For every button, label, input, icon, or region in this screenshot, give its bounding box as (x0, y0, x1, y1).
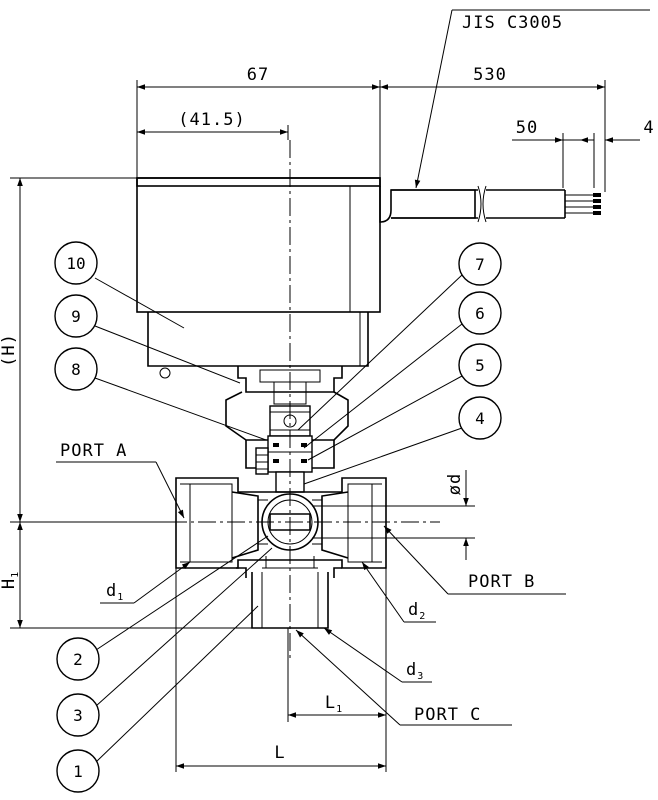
dimension-67: 67 (136, 65, 381, 178)
port-b-label: PORT B (468, 572, 535, 592)
dimension-530: 530 (380, 65, 606, 192)
dimension-67-label: 67 (247, 65, 269, 85)
balloon-7: 7 (297, 242, 502, 431)
center-lines (140, 140, 440, 660)
balloon-9: 9 (54, 294, 241, 384)
dimension-phi-d: ød (312, 470, 475, 560)
dimension-h: (H) (0, 177, 176, 523)
dimension-4-label: 4 (643, 118, 654, 138)
dimension-h-label: (H) (0, 333, 19, 367)
svg-text:2: 2 (73, 650, 83, 669)
dimension-50-label: 50 (516, 118, 538, 138)
dimension-41-5: (41.5) (137, 110, 289, 140)
balloon-10: 10 (54, 241, 185, 329)
svg-text:5: 5 (475, 356, 485, 375)
dimension-530-label: 530 (473, 65, 507, 85)
balloon-4: 4 (303, 396, 502, 485)
svg-text:6: 6 (475, 304, 485, 323)
actuator-body (136, 177, 381, 313)
svg-text:4: 4 (475, 409, 485, 428)
svg-text:8: 8 (71, 360, 81, 379)
svg-text:3: 3 (73, 706, 83, 725)
d3-label: d3 (406, 660, 424, 682)
balloon-8: 8 (54, 347, 267, 441)
balloon-5: 5 (307, 343, 502, 461)
dimension-l1: L1 (287, 628, 386, 722)
dimension-50: 50 4 (512, 118, 654, 188)
d1-label: d1 (106, 581, 124, 603)
port-a-callout: PORT A (56, 441, 185, 519)
balloon-2: 2 (56, 535, 269, 681)
port-a-label: PORT A (60, 441, 127, 461)
balloon-3: 3 (56, 547, 273, 737)
svg-text:9: 9 (71, 307, 81, 326)
balloon-1: 1 (56, 605, 259, 793)
jis-label: JIS C3005 (462, 13, 563, 33)
jis-callout: JIS C3005 (414, 9, 650, 189)
dimension-h1-label: H1 (0, 571, 21, 589)
actuator-lower-housing (147, 312, 369, 441)
svg-text:1: 1 (73, 762, 83, 781)
d3-callout: d3 (323, 627, 432, 683)
dimension-h1: H1 (0, 522, 252, 629)
svg-text:7: 7 (475, 255, 485, 274)
port-c-label: PORT C (414, 705, 481, 725)
cable (379, 185, 601, 223)
port-b-callout: PORT B (383, 525, 566, 595)
dimension-l-label: L (274, 743, 285, 763)
dimension-l1-label: L1 (325, 693, 343, 715)
dimension-phi-d-label: ød (445, 473, 465, 495)
balloon-6: 6 (303, 291, 502, 449)
svg-text:10: 10 (66, 254, 85, 273)
dimension-41-5-label: (41.5) (178, 110, 245, 130)
port-c-callout: PORT C (295, 629, 512, 726)
dimension-l: L (175, 568, 387, 772)
d2-label: d2 (408, 600, 426, 622)
d1-callout: d1 (100, 561, 191, 604)
d2-callout: d2 (361, 561, 436, 623)
